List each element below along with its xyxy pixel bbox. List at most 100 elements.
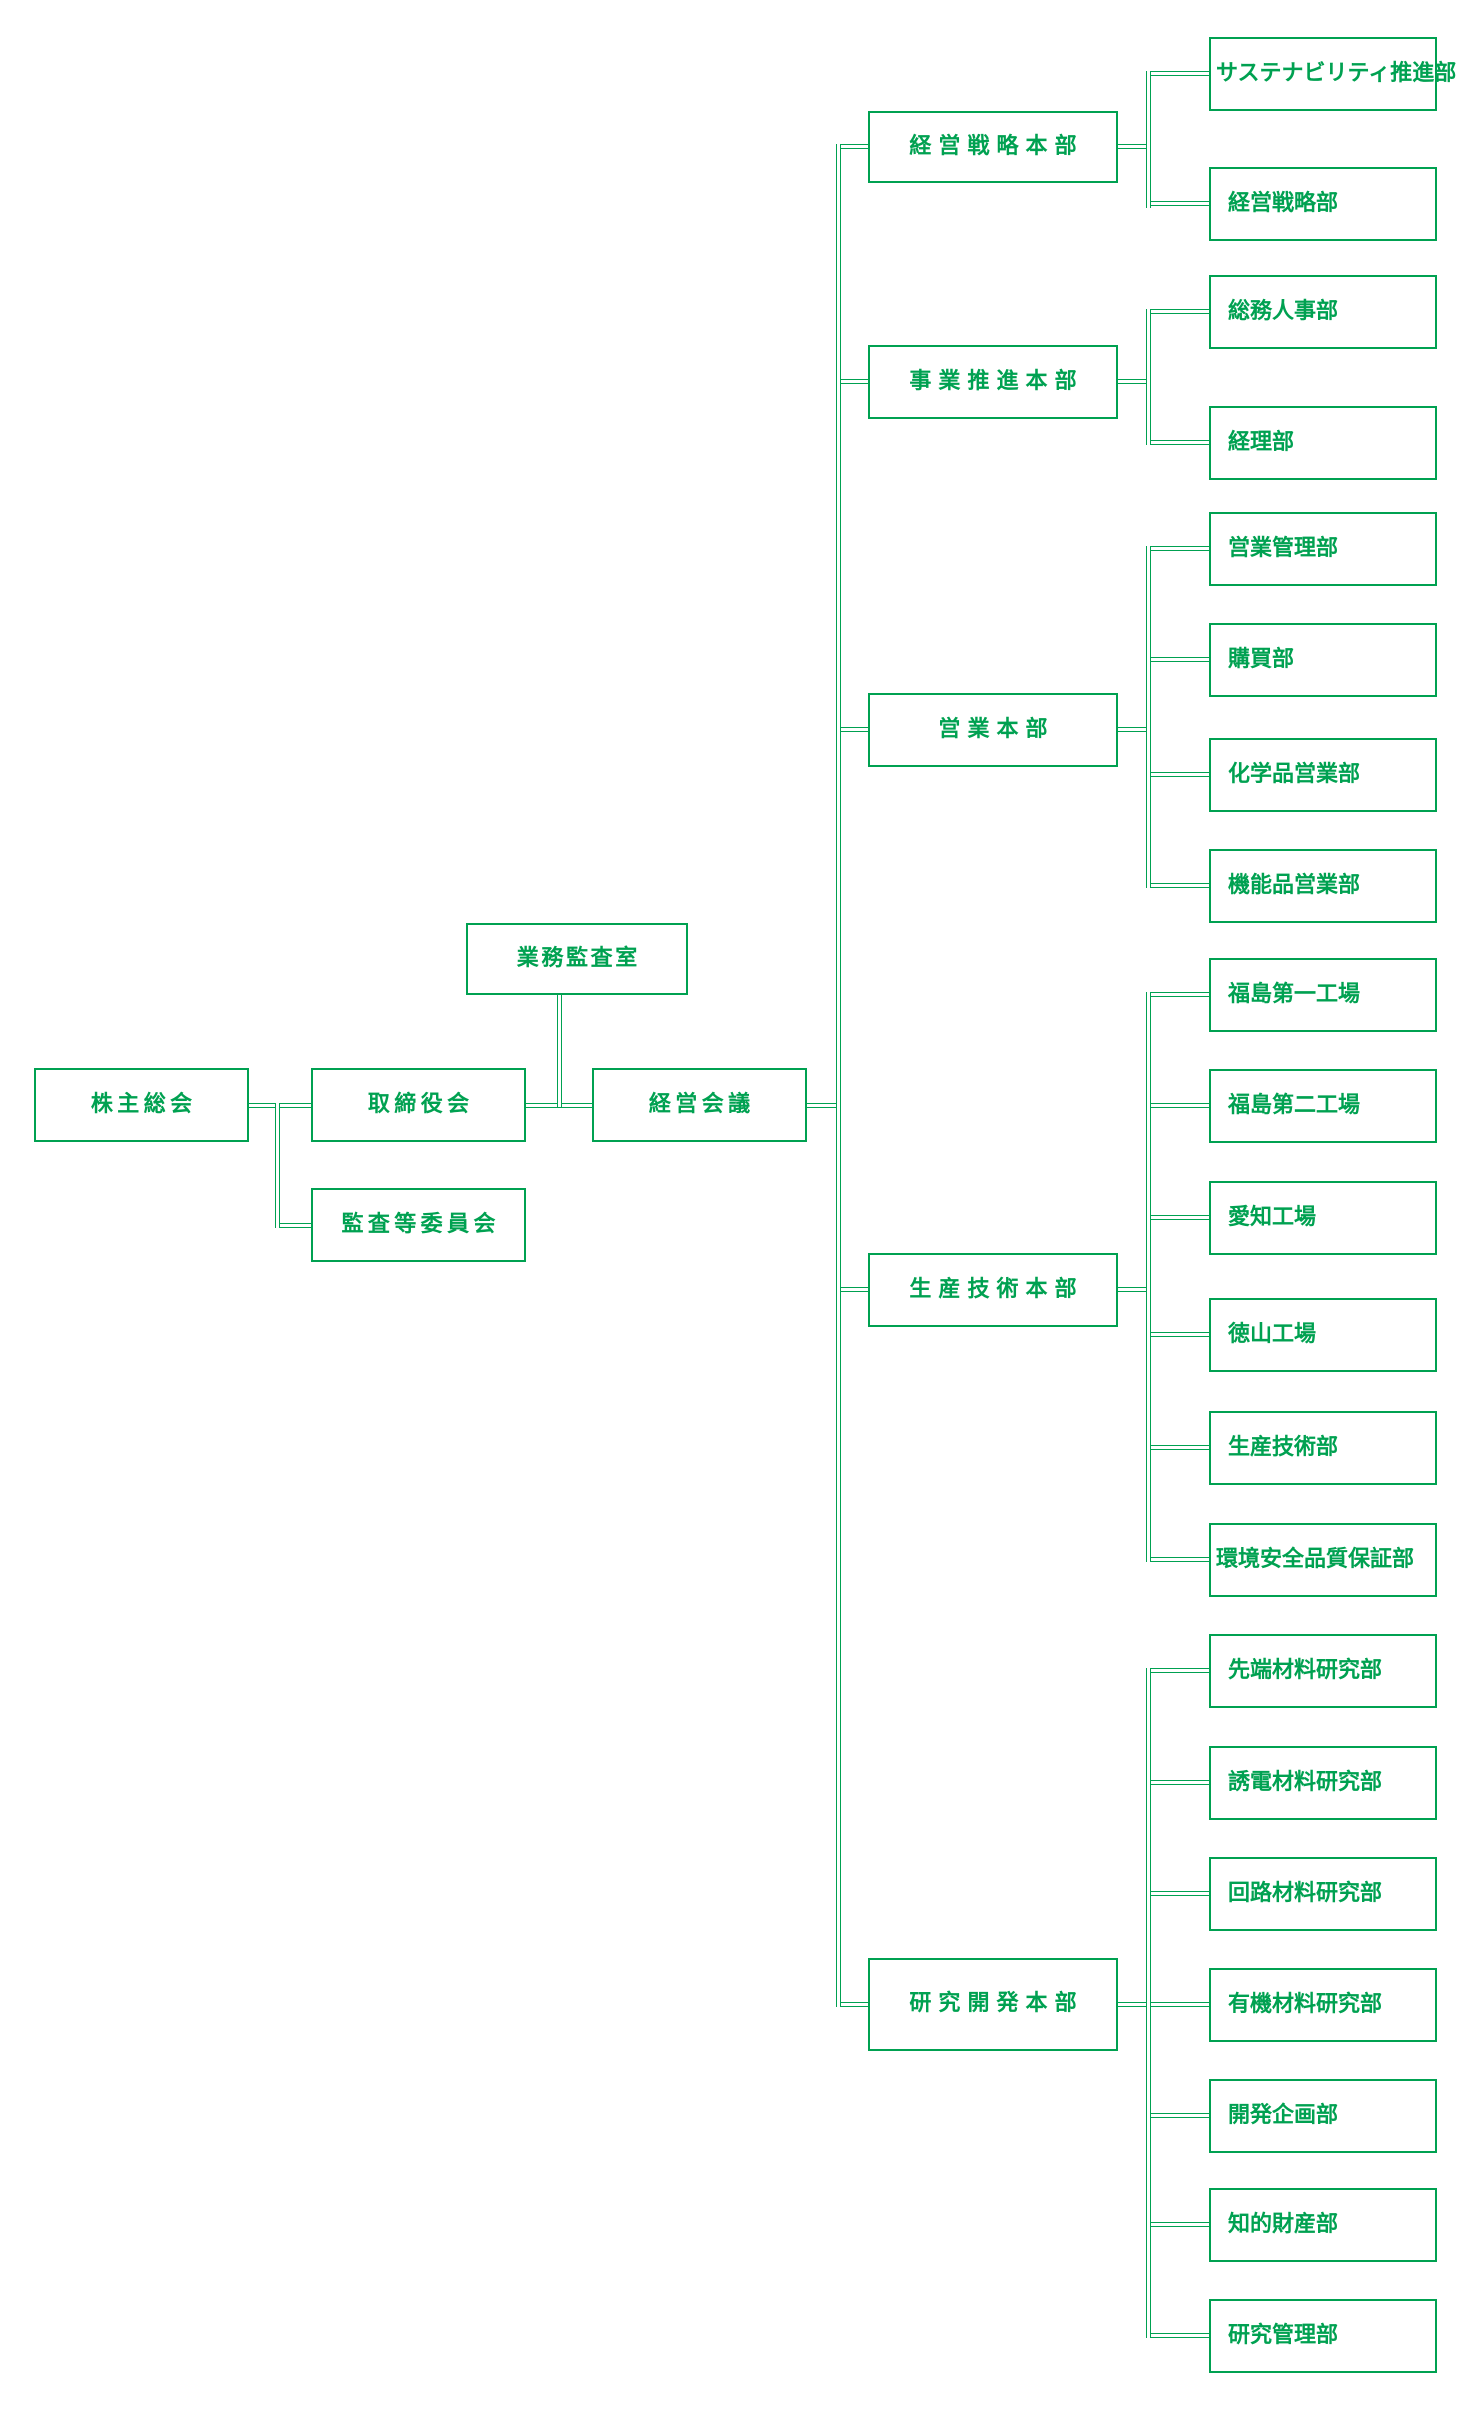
org-box-div-production: 生産技術本部 <box>868 1253 1118 1327</box>
org-box-label-dept-ga-hr: 総務人事部 <box>1228 298 1339 324</box>
connector-vertical-0 <box>275 1103 280 1228</box>
connector-horizontal-22 <box>1146 992 1211 997</box>
connector-horizontal-30 <box>1146 1891 1211 1896</box>
org-box-dept-dielectric-materials: 誘電材料研究部 <box>1209 1746 1437 1820</box>
connector-vertical-7 <box>1146 1668 1151 2338</box>
connector-horizontal-20 <box>1146 772 1211 777</box>
connector-horizontal-27 <box>1146 1557 1211 1562</box>
org-box-label-div-business: 事業推進本部 <box>909 368 1084 394</box>
org-box-label-plant-aichi: 愛知工場 <box>1228 1204 1317 1230</box>
org-box-label-audit-committee: 監査等委員会 <box>341 1211 500 1237</box>
org-box-label-dept-ip: 知的財産部 <box>1228 2211 1339 2237</box>
connector-horizontal-13 <box>1115 2002 1211 2007</box>
org-box-label-plant-fukushima1: 福島第一工場 <box>1228 981 1361 1007</box>
org-box-label-dept-purchasing: 購買部 <box>1228 646 1295 672</box>
connector-horizontal-32 <box>1146 2222 1211 2227</box>
org-box-label-shareholders: 株主総会 <box>90 1091 197 1117</box>
org-box-label-dept-production-eng: 生産技術部 <box>1228 1434 1339 1460</box>
connector-horizontal-10 <box>1118 379 1151 384</box>
org-box-dept-functional-sales: 機能品営業部 <box>1209 849 1437 923</box>
connector-horizontal-24 <box>1146 1215 1211 1220</box>
connector-vertical-1 <box>557 995 562 1107</box>
org-box-label-dept-dielectric-materials: 誘電材料研究部 <box>1228 1769 1383 1795</box>
connector-horizontal-4 <box>836 144 870 149</box>
org-box-dept-ip: 知的財産部 <box>1209 2188 1437 2262</box>
org-box-label-dept-functional-sales: 機能品営業部 <box>1228 872 1361 898</box>
org-box-label-plant-tokuyama: 徳山工場 <box>1228 1321 1317 1347</box>
org-box-div-sales: 営業本部 <box>868 693 1118 767</box>
connector-horizontal-3 <box>275 1223 313 1228</box>
connector-vertical-6 <box>1146 992 1151 1562</box>
connector-vertical-2 <box>836 144 841 2007</box>
connector-horizontal-9 <box>1118 144 1151 149</box>
org-box-label-dept-research-admin: 研究管理部 <box>1228 2322 1339 2348</box>
org-box-dept-purchasing: 購買部 <box>1209 623 1437 697</box>
connector-horizontal-19 <box>1146 657 1211 662</box>
connector-horizontal-11 <box>1118 727 1151 732</box>
connector-horizontal-7 <box>836 1287 870 1292</box>
org-box-label-dept-circuit-materials: 回路材料研究部 <box>1228 1880 1383 1906</box>
org-box-plant-aichi: 愛知工場 <box>1209 1181 1437 1255</box>
connector-vertical-3 <box>1146 71 1151 208</box>
org-box-plant-fukushima2: 福島第二工場 <box>1209 1069 1437 1143</box>
org-box-dept-chemical-sales: 化学品営業部 <box>1209 738 1437 812</box>
org-box-label-audit-office: 業務監査室 <box>516 945 640 971</box>
org-box-label-dept-advanced-materials: 先端材料研究部 <box>1228 1657 1383 1683</box>
org-box-dept-organic-materials: 有機材料研究部 <box>1209 1968 1437 2042</box>
connector-horizontal-21 <box>1146 883 1211 888</box>
org-box-label-board: 取締役会 <box>367 1091 474 1117</box>
org-box-dept-sustainability: サステナビリティ推進部 <box>1209 37 1456 111</box>
org-box-label-dept-organic-materials: 有機材料研究部 <box>1228 1991 1383 2017</box>
org-box-label-dept-strategy: 経営戦略部 <box>1228 190 1339 216</box>
org-box-label-dept-sales-admin: 営業管理部 <box>1228 535 1339 561</box>
org-box-plant-fukushima1: 福島第一工場 <box>1209 958 1437 1032</box>
connector-horizontal-33 <box>1146 2333 1211 2338</box>
org-box-plant-tokuyama: 徳山工場 <box>1209 1298 1437 1372</box>
org-box-dept-circuit-materials: 回路材料研究部 <box>1209 1857 1437 1931</box>
connector-horizontal-25 <box>1146 1332 1211 1337</box>
connector-vertical-4 <box>1146 309 1151 445</box>
org-box-div-business: 事業推進本部 <box>868 345 1118 419</box>
connector-horizontal-2 <box>807 1103 841 1108</box>
connector-horizontal-28 <box>1146 1668 1211 1673</box>
org-box-dept-strategy: 経営戦略部 <box>1209 167 1437 241</box>
org-box-dept-research-admin: 研究管理部 <box>1209 2299 1437 2373</box>
org-box-dept-sales-admin: 営業管理部 <box>1209 512 1437 586</box>
org-box-div-strategy: 経営戦略本部 <box>868 111 1118 183</box>
connector-horizontal-8 <box>836 2002 870 2007</box>
org-box-shareholders: 株主総会 <box>34 1068 249 1142</box>
org-box-dept-esh-qa: 環境安全品質保証部 <box>1209 1523 1437 1597</box>
org-box-audit-office: 業務監査室 <box>466 923 688 995</box>
org-box-label-management-council: 経営会議 <box>648 1091 755 1117</box>
connector-horizontal-31 <box>1146 2113 1211 2118</box>
connector-vertical-5 <box>1146 546 1151 888</box>
connector-horizontal-5 <box>836 379 870 384</box>
org-box-dept-advanced-materials: 先端材料研究部 <box>1209 1634 1437 1708</box>
connector-horizontal-0 <box>249 1103 311 1108</box>
connector-horizontal-18 <box>1146 546 1211 551</box>
org-box-label-plant-fukushima2: 福島第二工場 <box>1228 1092 1361 1118</box>
org-box-management-council: 経営会議 <box>592 1068 807 1142</box>
org-box-label-div-sales: 営業本部 <box>938 716 1055 742</box>
org-box-dept-accounting: 経理部 <box>1209 406 1437 480</box>
connector-horizontal-23 <box>1146 1103 1211 1108</box>
connector-horizontal-26 <box>1146 1445 1211 1450</box>
connector-horizontal-15 <box>1146 201 1211 206</box>
org-box-dept-production-eng: 生産技術部 <box>1209 1411 1437 1485</box>
org-box-label-dept-chemical-sales: 化学品営業部 <box>1228 761 1361 787</box>
org-box-dept-ga-hr: 総務人事部 <box>1209 275 1437 349</box>
org-box-audit-committee: 監査等委員会 <box>311 1188 526 1262</box>
connector-horizontal-14 <box>1146 71 1211 76</box>
connector-horizontal-29 <box>1146 1780 1211 1785</box>
connector-horizontal-12 <box>1118 1287 1151 1292</box>
org-box-label-dept-esh-qa: 環境安全品質保証部 <box>1216 1546 1415 1572</box>
org-box-dept-dev-planning: 開発企画部 <box>1209 2079 1437 2153</box>
org-box-label-div-production: 生産技術本部 <box>909 1276 1084 1302</box>
org-box-label-div-strategy: 経営戦略本部 <box>909 133 1084 159</box>
org-box-label-dept-accounting: 経理部 <box>1228 429 1295 455</box>
org-box-board: 取締役会 <box>311 1068 526 1142</box>
connector-horizontal-6 <box>836 727 870 732</box>
connector-horizontal-16 <box>1146 309 1211 314</box>
connector-horizontal-17 <box>1146 440 1211 445</box>
